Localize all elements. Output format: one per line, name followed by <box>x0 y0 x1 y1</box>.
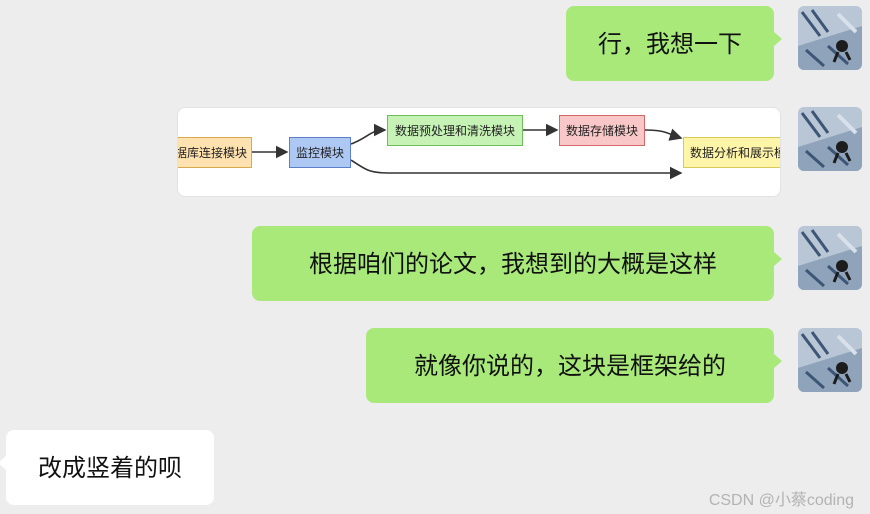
avatar[interactable] <box>798 226 862 290</box>
message-text: 就像你说的，这块是框架给的 <box>414 351 726 380</box>
avatar[interactable] <box>798 328 862 392</box>
diagram-node-preprocess: 数据预处理和清洗模块 <box>387 115 523 146</box>
avatar-image <box>798 107 862 171</box>
avatar[interactable] <box>798 6 862 70</box>
diagram-node-db-connect: 据库连接模块 <box>178 137 252 168</box>
diagram-edges <box>252 123 683 180</box>
diagram-node-storage: 数据存储模块 <box>559 115 645 146</box>
avatar-image <box>798 226 862 290</box>
avatar-image <box>798 6 862 70</box>
message-text: 行，我想一下 <box>598 29 742 58</box>
message-text: 根据咱们的论文，我想到的大概是这样 <box>309 249 717 278</box>
message-text: 改成竖着的呗 <box>38 453 182 482</box>
watermark: CSDN @小蔡coding <box>708 492 854 509</box>
message-bubble-other[interactable]: 改成竖着的呗 <box>0 430 214 505</box>
avatar-image <box>798 328 862 392</box>
message-bubble-self[interactable]: 根据咱们的论文，我想到的大概是这样 <box>252 226 782 301</box>
message-bubble-self[interactable]: 行，我想一下 <box>566 6 782 81</box>
message-bubble-self[interactable]: 就像你说的，这块是框架给的 <box>366 328 782 403</box>
diagram-node-monitor: 监控模块 <box>289 137 351 168</box>
avatar[interactable] <box>798 107 862 171</box>
diagram-node-analysis: 数据分析和展示模块 <box>683 137 780 168</box>
message-image-diagram[interactable]: 据库连接模块 监控模块 数据预处理和清洗模块 数据存储模块 数据分析和展示模块 <box>177 107 781 197</box>
